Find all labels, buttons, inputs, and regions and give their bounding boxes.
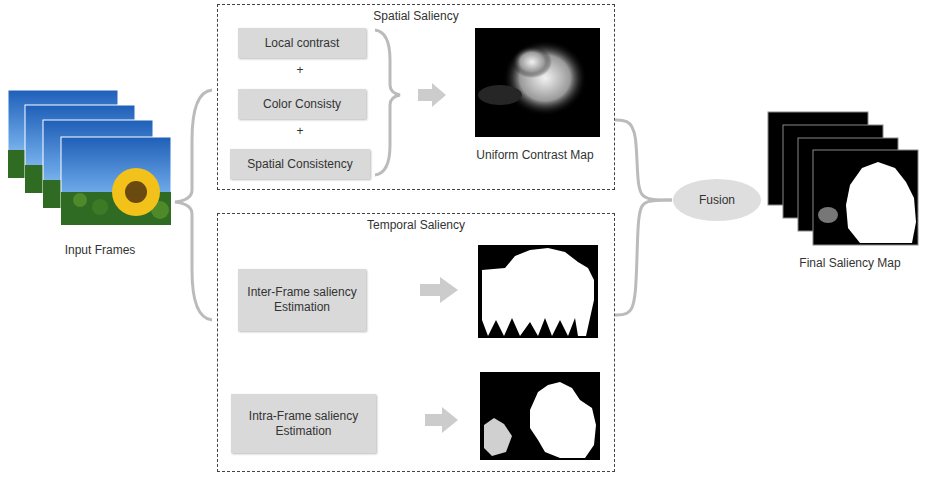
sunflower-petals bbox=[112, 168, 160, 216]
block-arrow bbox=[420, 277, 458, 303]
box-label: Inter-Frame saliency Estimation bbox=[244, 285, 360, 315]
box-label: Spatial Consistency bbox=[247, 157, 352, 172]
saliency-blob bbox=[530, 382, 596, 458]
frame bbox=[61, 137, 171, 225]
saliency-blob bbox=[512, 46, 552, 78]
saliency-blob bbox=[482, 248, 594, 336]
image-caption: Final Saliency Map bbox=[780, 256, 920, 270]
group-box: Temporal SaliencyInter-Frame saliency Es… bbox=[217, 213, 615, 472]
final-frames bbox=[768, 112, 918, 245]
leaf bbox=[73, 193, 87, 207]
image-caption: Input Frames bbox=[40, 243, 160, 257]
process-box: Color Consisty bbox=[238, 89, 366, 119]
group-title: Spatial Saliency bbox=[218, 9, 614, 24]
brace bbox=[175, 90, 212, 320]
process-box: Intra-Frame saliency Estimation bbox=[231, 394, 376, 453]
group-box: Spatial SaliencyLocal contrastColor Cons… bbox=[217, 4, 615, 190]
frame bbox=[813, 150, 918, 245]
box-label: Local contrast bbox=[265, 36, 340, 51]
process-box: Local contrast bbox=[238, 28, 366, 58]
input-frames bbox=[8, 90, 171, 225]
brace bbox=[375, 30, 400, 175]
merge-brace bbox=[615, 120, 672, 200]
box-label: Intra-Frame saliency Estimation bbox=[237, 409, 370, 439]
sunflower-center bbox=[125, 181, 147, 203]
group-title: Temporal Saliency bbox=[218, 218, 614, 233]
saliency-image bbox=[475, 28, 600, 137]
block-arrow bbox=[425, 407, 458, 433]
saliency-image bbox=[478, 245, 598, 338]
ellipse-shape bbox=[673, 179, 761, 221]
plus-sign: + bbox=[288, 63, 312, 77]
process-box: Inter-Frame saliency Estimation bbox=[238, 269, 366, 331]
saliency-blob bbox=[484, 418, 512, 456]
saliency-image bbox=[480, 372, 600, 460]
fusion-ellipse: Fusion bbox=[672, 178, 762, 222]
saliency-blob bbox=[503, 40, 587, 116]
leaf bbox=[92, 199, 108, 215]
merge-brace bbox=[615, 200, 672, 315]
saliency-blob bbox=[478, 85, 522, 105]
saliency-blob bbox=[818, 207, 838, 223]
block-arrow bbox=[418, 83, 446, 107]
plus-sign: + bbox=[288, 124, 312, 138]
box-label: Color Consisty bbox=[263, 97, 341, 112]
box-label: Fusion bbox=[699, 193, 735, 208]
process-box: Spatial Consistency bbox=[230, 149, 370, 179]
image-caption: Uniform Contrast Map bbox=[455, 148, 615, 162]
saliency-blob bbox=[846, 162, 916, 243]
